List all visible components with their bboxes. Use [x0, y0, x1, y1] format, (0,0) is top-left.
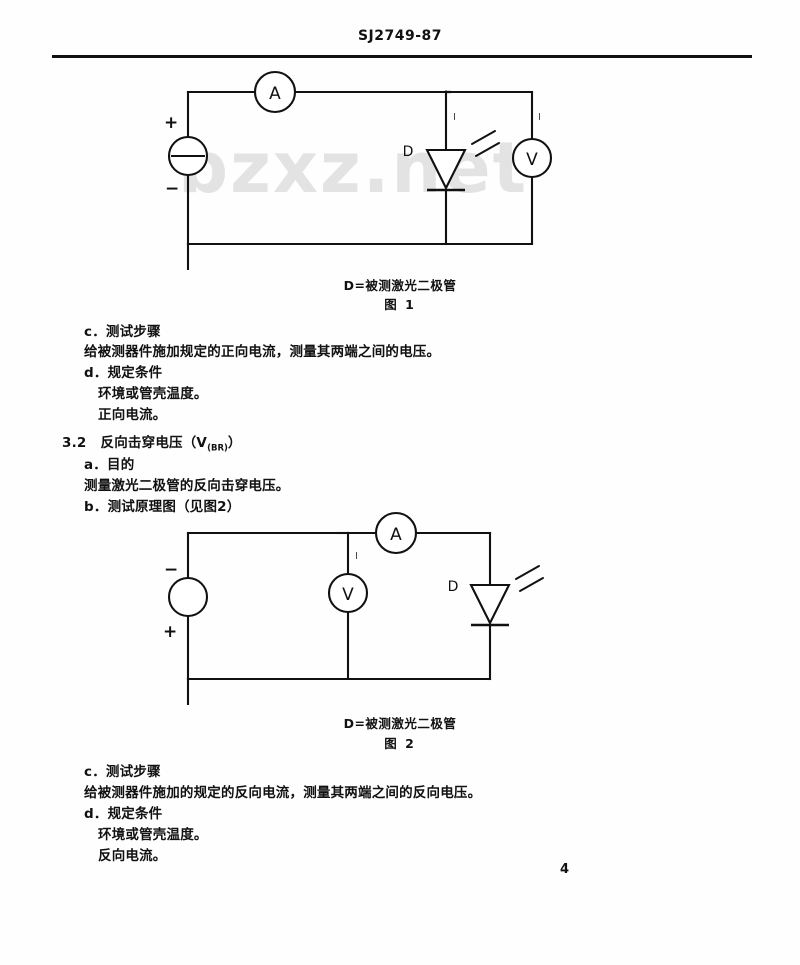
section-3-2-schematic-label: b．测试原理图（见图2） — [84, 499, 241, 515]
svg-text:V: V — [342, 585, 354, 605]
section-3-2-condition-body-1: 环境或管壳温度。 — [98, 827, 208, 843]
current-label-mid-fig2: I — [355, 551, 358, 562]
section-3-1-step-body: 给被测器件施加规定的正向电流，测量其两端之间的电压。 — [84, 344, 441, 360]
section-3-2-title-subscript: (BR) — [207, 443, 228, 454]
figure-1-device-caption: D=被测激光二极管 — [343, 278, 457, 293]
source-plus-label-fig2: + — [163, 622, 177, 642]
header-rule — [52, 55, 752, 58]
section-3-2-condition-label: d．规定条件 — [84, 806, 163, 822]
section-3-2-step-body: 给被测器件施加的规定的反向电流，测量其两端之间的反向电压。 — [84, 785, 482, 801]
section-3-1-step-label: c．测试步骤 — [84, 324, 161, 340]
ammeter-fig2: A — [374, 511, 418, 555]
svg-text:V: V — [526, 150, 538, 170]
diode-label-fig1: D — [403, 144, 414, 160]
section-3-1-condition-body-2: 正向电流。 — [98, 407, 167, 423]
figure-1-schematic: + − A V D I I — [164, 70, 553, 270]
section-3-1-condition-body-1: 环境或管壳温度。 — [98, 386, 208, 402]
dc-source-fig2 — [167, 576, 209, 618]
voltmeter-fig1: V — [511, 137, 553, 179]
figure-2-device-caption: D=被测激光二极管 — [343, 716, 457, 731]
section-3-2-title: 反向击穿电压（V — [100, 435, 208, 451]
current-label-right-fig1: I — [538, 112, 541, 123]
figure-1-number-caption: 图 1 — [384, 297, 416, 312]
source-minus-label-fig1: − — [165, 179, 179, 199]
source-plus-label-fig1: + — [164, 113, 178, 133]
source-minus-label-fig2: − — [164, 560, 178, 580]
section-3-2-condition-body-2: 反向电流。 — [98, 848, 167, 864]
dc-source-fig1 — [167, 135, 209, 177]
section-3-2-purpose-body: 测量激光二极管的反向击穿电压。 — [84, 478, 290, 494]
section-3-2-step-label: c．测试步骤 — [84, 764, 161, 780]
section-3-1-condition-label: d．规定条件 — [84, 365, 163, 381]
diode-label-fig2: D — [448, 579, 459, 595]
ammeter-fig1: A — [253, 70, 297, 114]
standard-code-header: SJ2749-87 — [357, 28, 443, 44]
watermark: bzxz.net — [178, 127, 529, 209]
section-3-2-purpose-label: a．目的 — [84, 457, 135, 473]
section-3-2-heading: 3.2 反向击穿电压（V(BR)） — [62, 431, 242, 454]
voltmeter-fig2: V — [327, 572, 369, 614]
figure-2-schematic: − + A V D I — [163, 511, 544, 705]
section-3-2-title-end: ） — [227, 435, 242, 451]
svg-text:A: A — [390, 525, 402, 545]
laser-diode-fig2 — [469, 565, 544, 627]
svg-text:A: A — [269, 84, 281, 104]
figure-2-number-caption: 图 2 — [384, 736, 416, 751]
laser-diode-fig1 — [425, 130, 500, 192]
current-label-mid-fig1: I — [453, 112, 456, 123]
section-3-2-number: 3.2 — [62, 435, 87, 451]
page-number: 4 — [560, 862, 570, 877]
